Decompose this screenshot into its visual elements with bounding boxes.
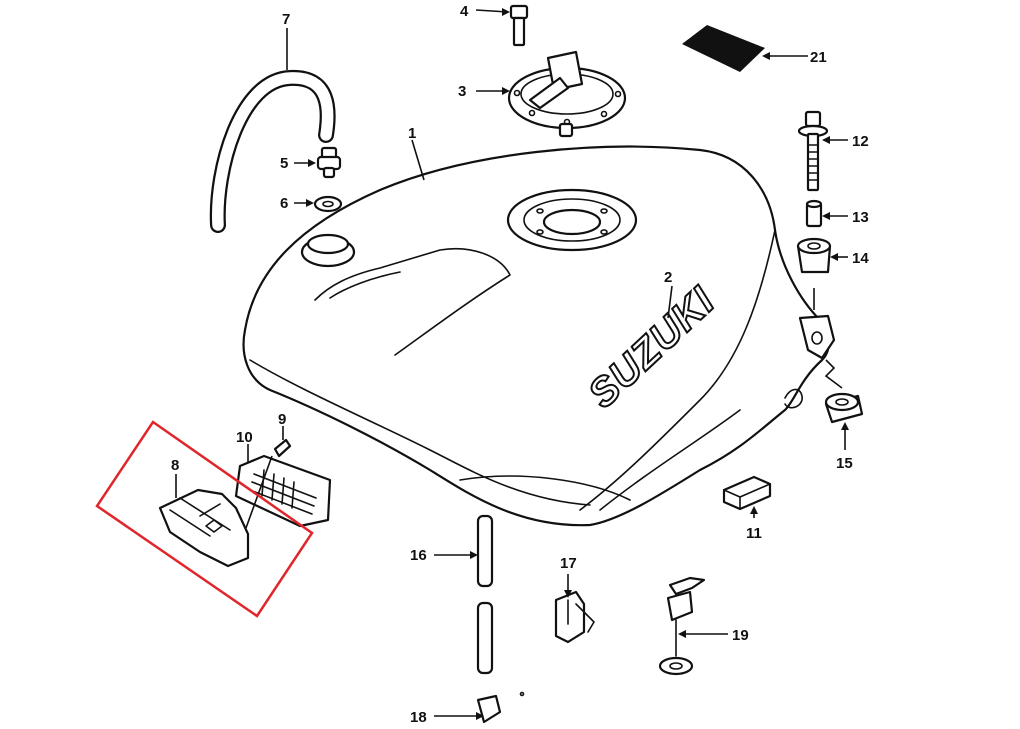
callout-10: 10 xyxy=(236,429,253,446)
label-sheet xyxy=(682,25,765,72)
hose-fitting xyxy=(316,146,342,179)
callout-9: 9 xyxy=(278,411,286,428)
callout-17: 17 xyxy=(560,555,577,572)
fuel-cap xyxy=(507,50,627,138)
callout-21: 21 xyxy=(810,49,827,66)
highlight-box xyxy=(95,420,314,618)
callout-7: 7 xyxy=(282,11,290,28)
callout-1: 1 xyxy=(408,125,416,142)
callout-leaders xyxy=(175,8,849,720)
callout-19: 19 xyxy=(732,627,749,644)
tube-connector xyxy=(476,691,525,724)
cushion-lower xyxy=(824,392,864,424)
cushion xyxy=(796,237,832,274)
callout-3: 3 xyxy=(458,83,466,100)
callout-11: 11 xyxy=(746,525,762,542)
collar xyxy=(805,199,823,228)
callout-8: 8 xyxy=(171,457,179,474)
callout-15: 15 xyxy=(836,455,853,472)
callout-2: 2 xyxy=(664,269,672,286)
callout-14: 14 xyxy=(852,250,869,267)
breather-hose xyxy=(209,70,336,233)
callout-16: 16 xyxy=(410,547,427,564)
callout-4: 4 xyxy=(460,3,469,20)
screw xyxy=(273,438,292,458)
callout-6: 6 xyxy=(280,195,288,212)
callout-13: 13 xyxy=(852,209,869,226)
cushion-pad xyxy=(722,475,772,511)
bracket xyxy=(658,576,706,676)
tank-mount-bolt xyxy=(797,110,829,192)
drain-tube xyxy=(476,514,494,675)
hose-clamp xyxy=(554,590,595,644)
washer xyxy=(313,195,343,213)
callout-12: 12 xyxy=(852,133,869,150)
fuel-tank: SUZUKI xyxy=(242,145,836,527)
callout-5: 5 xyxy=(280,155,288,172)
callout-18: 18 xyxy=(410,709,427,726)
bolt xyxy=(509,4,529,47)
fuel-pump-cover xyxy=(158,488,250,568)
callout-labels: 1 2 3 4 5 6 7 8 9 10 11 12 13 14 15 16 1… xyxy=(171,3,869,726)
